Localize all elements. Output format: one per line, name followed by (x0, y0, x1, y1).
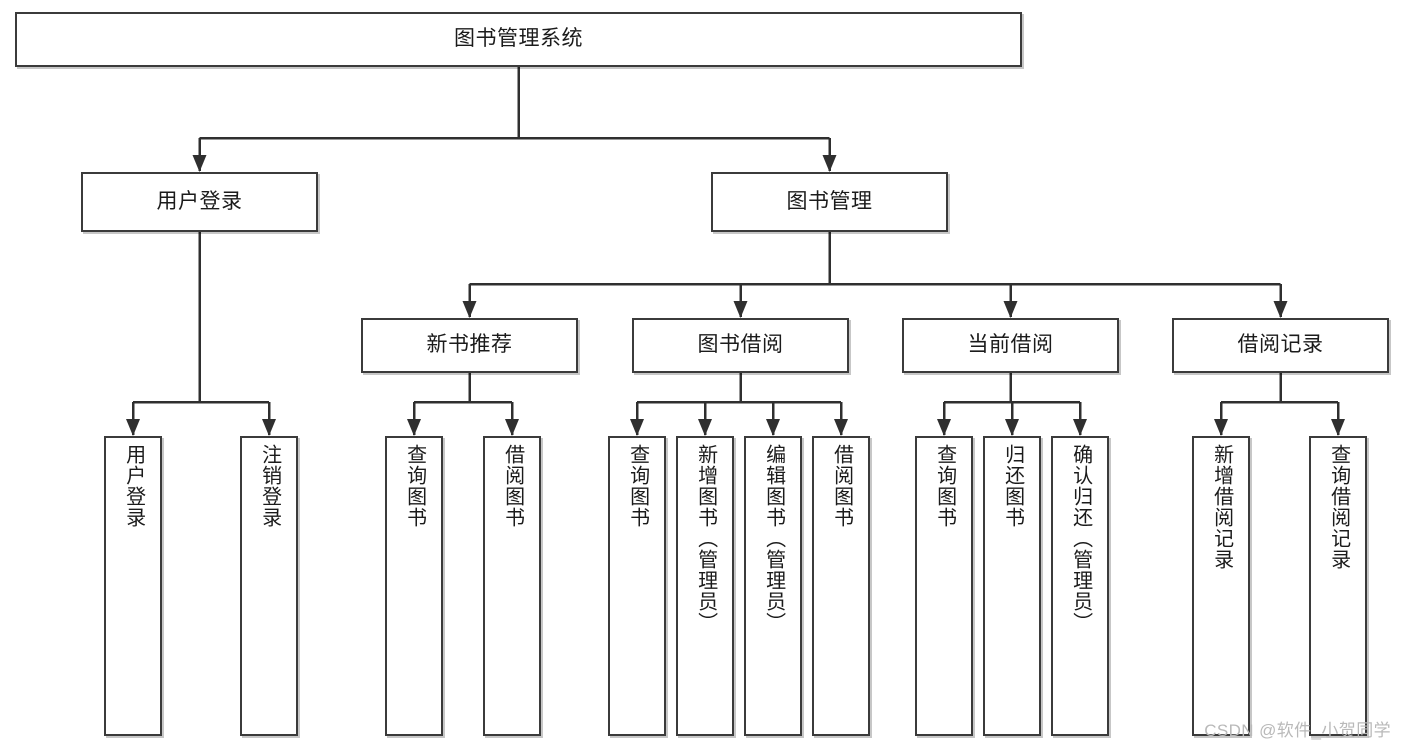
node-user-login[interactable]: 用户登录 (81, 172, 318, 232)
node-label: 查询图书 (933, 444, 956, 528)
node-label: 用户登录 (156, 189, 243, 213)
node-leaf-user-login[interactable]: 用户登录 (104, 436, 162, 736)
node-leaf-add-record[interactable]: 新增借阅记录 (1192, 436, 1250, 736)
node-label: 查询图书 (626, 444, 649, 528)
node-root[interactable]: 图书管理系统 (15, 12, 1022, 67)
node-label: 新书推荐 (426, 333, 513, 357)
node-label: 编辑图书（管理员） (762, 444, 785, 633)
node-label: 查询图书 (403, 444, 426, 528)
node-label: 查询借阅记录 (1327, 444, 1350, 570)
watermark-text: CSDN @软件_小贺同学 (1204, 721, 1391, 740)
node-label: 归还图书 (1001, 444, 1024, 528)
node-label: 图书管理 (786, 189, 873, 213)
node-current-borrow[interactable]: 当前借阅 (902, 318, 1119, 373)
node-label: 图书借阅 (697, 333, 784, 357)
node-label: 注销登录 (258, 444, 281, 528)
node-label: 当前借阅 (967, 333, 1054, 357)
node-label: 借阅记录 (1237, 333, 1324, 357)
node-book-borrow[interactable]: 图书借阅 (632, 318, 849, 373)
node-label: 用户登录 (122, 444, 145, 528)
node-leaf-query-book-3[interactable]: 查询图书 (915, 436, 973, 736)
node-label: 确认归还（管理员） (1069, 444, 1092, 633)
node-leaf-edit-book[interactable]: 编辑图书（管理员） (744, 436, 802, 736)
node-new-book-rec[interactable]: 新书推荐 (361, 318, 578, 373)
node-borrow-record[interactable]: 借阅记录 (1172, 318, 1389, 373)
node-leaf-borrow-book-2[interactable]: 借阅图书 (812, 436, 870, 736)
node-leaf-logout[interactable]: 注销登录 (240, 436, 298, 736)
node-label: 借阅图书 (501, 444, 524, 528)
node-leaf-add-book[interactable]: 新增图书（管理员） (676, 436, 734, 736)
node-leaf-return-book[interactable]: 归还图书 (983, 436, 1041, 736)
node-label: 借阅图书 (830, 444, 853, 528)
node-label: 新增借阅记录 (1210, 444, 1233, 570)
node-leaf-query-book-2[interactable]: 查询图书 (608, 436, 666, 736)
node-book-manage[interactable]: 图书管理 (711, 172, 948, 232)
node-label: 图书管理系统 (454, 27, 583, 51)
node-leaf-query-book-1[interactable]: 查询图书 (385, 436, 443, 736)
node-leaf-query-record[interactable]: 查询借阅记录 (1309, 436, 1367, 736)
node-label: 新增图书（管理员） (694, 444, 717, 633)
node-leaf-confirm-return[interactable]: 确认归还（管理员） (1051, 436, 1109, 736)
node-leaf-borrow-book-1[interactable]: 借阅图书 (483, 436, 541, 736)
